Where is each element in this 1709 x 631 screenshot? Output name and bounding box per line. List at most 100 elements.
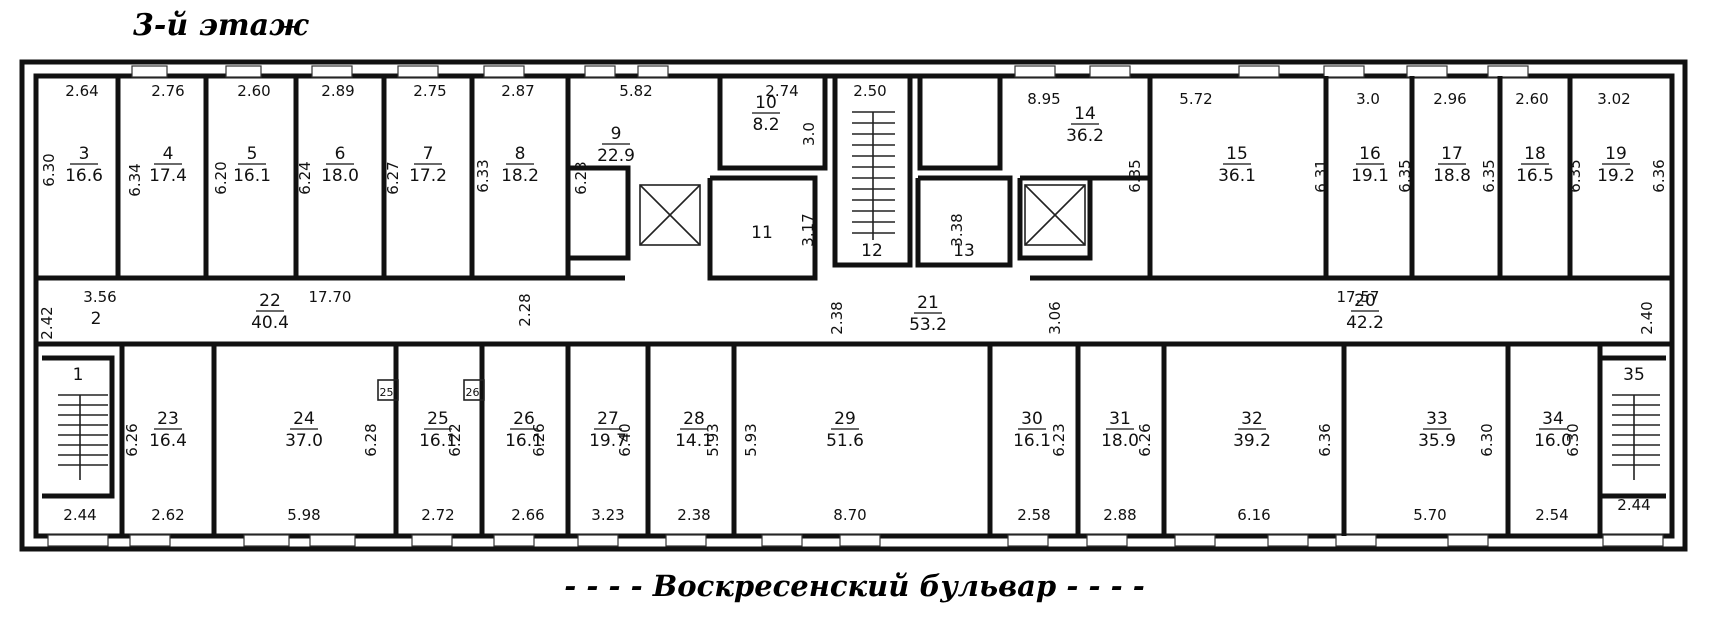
- room-number: 7: [423, 144, 434, 164]
- room-7: 717.2: [409, 144, 447, 186]
- room-number: 26: [513, 409, 535, 429]
- room-number: 10: [755, 93, 777, 113]
- room-number: 34: [1542, 409, 1564, 429]
- room-number: 6: [335, 144, 346, 164]
- corridor-walls: [36, 275, 1672, 347]
- street-dashes-left: - - - -: [564, 569, 653, 603]
- dimension-label: 26': [465, 386, 482, 399]
- dimension-label: 6.24: [296, 161, 314, 194]
- room-number: 25: [427, 409, 449, 429]
- room-number: 15: [1226, 144, 1248, 164]
- room-area: 16.1: [419, 431, 457, 451]
- dimension-label: 6.28: [362, 423, 380, 456]
- top-windows: [131, 65, 1529, 78]
- dimension-label: 6.30: [1478, 423, 1496, 456]
- dimension-label: 6.36: [1316, 423, 1334, 456]
- dimension-label: 2.89: [321, 82, 354, 100]
- floor-title: 3-й этаж: [133, 8, 309, 43]
- dimension-label: 6.26: [123, 423, 141, 456]
- dimension-label: 5.82: [619, 82, 652, 100]
- room-number: 28: [683, 409, 705, 429]
- stair-12-hatch: [852, 111, 895, 240]
- dimension-label: 6.30: [1564, 423, 1582, 456]
- dimension-label: 2.74: [765, 82, 798, 100]
- dimension-label: 3.06: [1046, 301, 1064, 334]
- room-12: 12: [861, 241, 883, 261]
- dimension-label: 3.38: [948, 213, 966, 246]
- room-area: 16.6: [65, 166, 103, 186]
- room-area: 35.9: [1418, 431, 1456, 451]
- dimension-label: 3.56: [83, 288, 116, 306]
- room-number: 16: [1359, 144, 1381, 164]
- dimension-label: 6.40: [616, 423, 634, 456]
- room-area: 16.1: [1013, 431, 1051, 451]
- dimension-label: 3.02: [1597, 90, 1630, 108]
- dimension-label: 6.35: [1396, 159, 1414, 192]
- dimension-label: 5.98: [287, 506, 320, 524]
- dimension-label: 2.38: [677, 506, 710, 524]
- dimension-label: 2.76: [151, 82, 184, 100]
- dimension-label: 5.70: [1413, 506, 1446, 524]
- room-2: 2: [91, 309, 102, 329]
- dimension-label: 6.23: [572, 161, 590, 194]
- dimension-label: 3.17: [799, 213, 817, 246]
- room-number: 11: [751, 223, 773, 243]
- room-area: 19.2: [1597, 166, 1635, 186]
- dimension-label: 2.44: [63, 506, 96, 524]
- room-area: 16.0: [1534, 431, 1572, 451]
- room-area: 40.4: [251, 313, 289, 333]
- room-number: 8: [515, 144, 526, 164]
- dimension-label: 25': [379, 386, 396, 399]
- room-number: 19: [1605, 144, 1627, 164]
- dimension-label: 2.50: [853, 82, 886, 100]
- dimension-label: 6.22: [446, 423, 464, 456]
- room-number: 22: [259, 291, 281, 311]
- room-11: 11: [751, 223, 773, 243]
- dimension-label: 2.54: [1535, 506, 1568, 524]
- dimension-label: 6.26: [530, 423, 548, 456]
- street-name: Воскресенский бульвар: [652, 569, 1057, 603]
- room-area: 18.0: [321, 166, 359, 186]
- room-9: 922.9: [597, 124, 635, 166]
- dimension-label: 6.34: [126, 163, 144, 196]
- room-number: 23: [157, 409, 179, 429]
- room-5: 516.1: [233, 144, 271, 186]
- dimension-label: 2.44: [1617, 496, 1650, 514]
- dimension-label: 6.31: [1312, 159, 1330, 192]
- dimension-label: 5.93: [704, 423, 722, 456]
- dimension-label: 2.66: [511, 506, 544, 524]
- dimension-label: 6.35: [1126, 159, 1144, 192]
- room-area: 16.5: [1516, 166, 1554, 186]
- room-number: 3: [79, 144, 90, 164]
- room-area: 16.4: [149, 431, 187, 451]
- room-area: 51.6: [826, 431, 864, 451]
- room-number: 12: [861, 241, 883, 261]
- room-area: 14.1: [675, 431, 713, 451]
- room-area: 8.2: [752, 115, 779, 135]
- room-number: 13: [953, 241, 975, 261]
- dimension-label: 3.0: [800, 122, 818, 146]
- room-area: 19.7: [589, 431, 627, 451]
- street-dashes-right: - - - -: [1056, 569, 1145, 603]
- dimension-label: 17.70: [309, 288, 352, 306]
- room-area: 18.0: [1101, 431, 1139, 451]
- dimension-label: 6.23: [1050, 423, 1068, 456]
- dimension-label: 2.72: [421, 506, 454, 524]
- bottom-partitions: [42, 344, 1666, 536]
- room-area: 37.0: [285, 431, 323, 451]
- room-1: 1: [73, 365, 84, 385]
